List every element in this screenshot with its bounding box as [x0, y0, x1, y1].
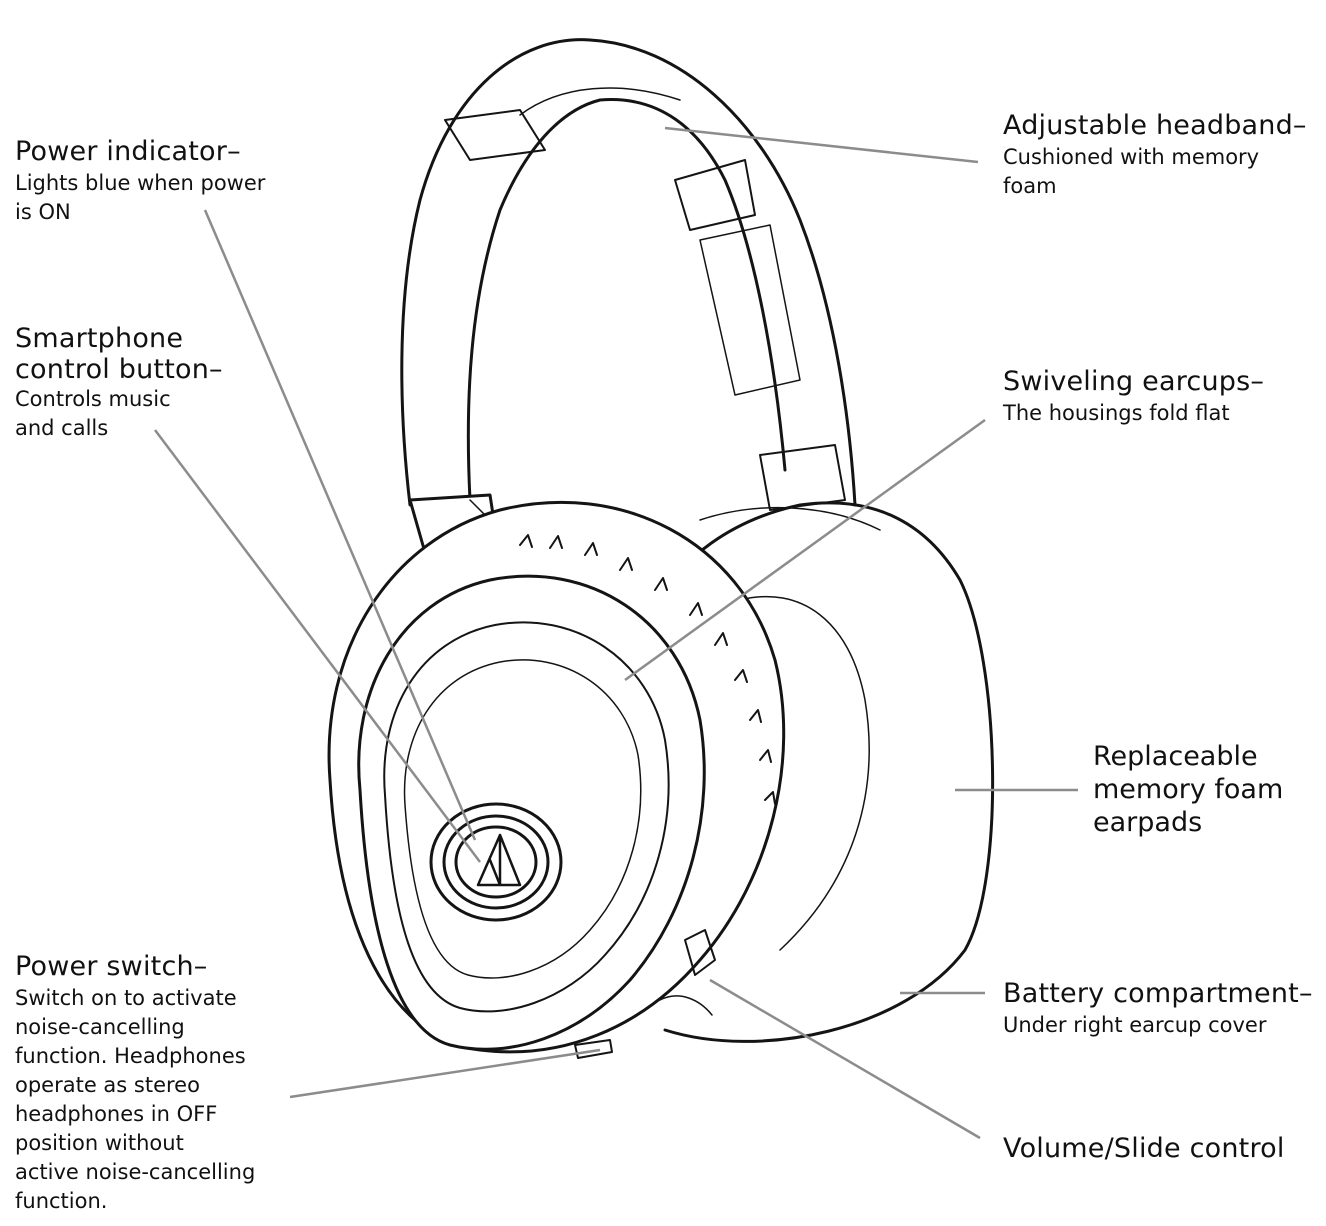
triangle-logo-icon: [476, 833, 522, 887]
smartphone-title-2: control button–: [15, 354, 223, 385]
smartphone-desc-1: Controls music: [15, 387, 171, 411]
headband-desc-1: Cushioned with memory: [1003, 145, 1260, 169]
power-switch-desc-4: operate as stereo: [15, 1073, 200, 1097]
leader-lines: [154, 126, 1078, 1140]
power-switch-desc-3: function. Headphones: [15, 1044, 246, 1068]
swivel-title: Swiveling earcups–: [1003, 366, 1265, 397]
callout-swivel: Swiveling earcups– The housings fold fla…: [1003, 368, 1264, 428]
earpads-line-1: Replaceable: [1093, 741, 1258, 772]
leader-smartphone: [154, 429, 481, 863]
power-switch-desc-2: noise-cancelling: [15, 1015, 185, 1039]
callout-headband: Adjustable headband– Cushioned with memo…: [1003, 112, 1307, 201]
power-switch-title: Power switch–: [15, 951, 208, 982]
power-switch-desc-7: active noise-cancelling: [15, 1160, 256, 1184]
callout-volume: Volume/Slide control: [1003, 1135, 1285, 1162]
power-switch: [574, 1039, 613, 1059]
headband-desc-2: foam: [1003, 174, 1057, 198]
leader-volume: [709, 978, 981, 1140]
volume-title: Volume/Slide control: [1003, 1133, 1285, 1164]
power-indicator-desc-2: is ON: [15, 200, 71, 224]
battery-desc-1: Under right earcup cover: [1003, 1013, 1267, 1037]
callout-battery: Battery compartment– Under right earcup …: [1003, 980, 1313, 1040]
smartphone-desc-2: and calls: [15, 416, 109, 440]
power-switch-desc-5: headphones in OFF: [15, 1102, 218, 1126]
leader-swivel: [624, 418, 986, 682]
leader-power-switch: [289, 1048, 601, 1099]
smartphone-title-1: Smartphone: [15, 323, 184, 354]
callout-smartphone: Smartphone control button– Controls musi…: [15, 323, 223, 443]
leader-headband: [664, 126, 979, 164]
swivel-desc-1: The housings fold flat: [1003, 401, 1230, 425]
volume-slider: [684, 929, 716, 976]
power-switch-desc-8: function.: [15, 1189, 108, 1213]
earpads-line-2: memory foam: [1093, 774, 1284, 805]
earpads-line-3: earpads: [1093, 807, 1203, 838]
power-switch-desc-6: position without: [15, 1131, 184, 1155]
power-indicator-title: Power indicator–: [15, 136, 241, 167]
headband-title: Adjustable headband–: [1003, 110, 1307, 141]
callout-earpads: Replaceable memory foam earpads: [1093, 740, 1283, 839]
power-switch-desc-1: Switch on to activate: [15, 986, 237, 1010]
callout-power-indicator: Power indicator– Lights blue when power …: [15, 138, 265, 227]
battery-title: Battery compartment–: [1003, 978, 1313, 1009]
callout-power-switch: Power switch– Switch on to activate nois…: [15, 953, 255, 1216]
power-indicator-desc-1: Lights blue when power: [15, 171, 266, 195]
leader-power-indicator: [203, 209, 477, 841]
headband: [400, 38, 857, 507]
logo-button: [429, 802, 563, 922]
